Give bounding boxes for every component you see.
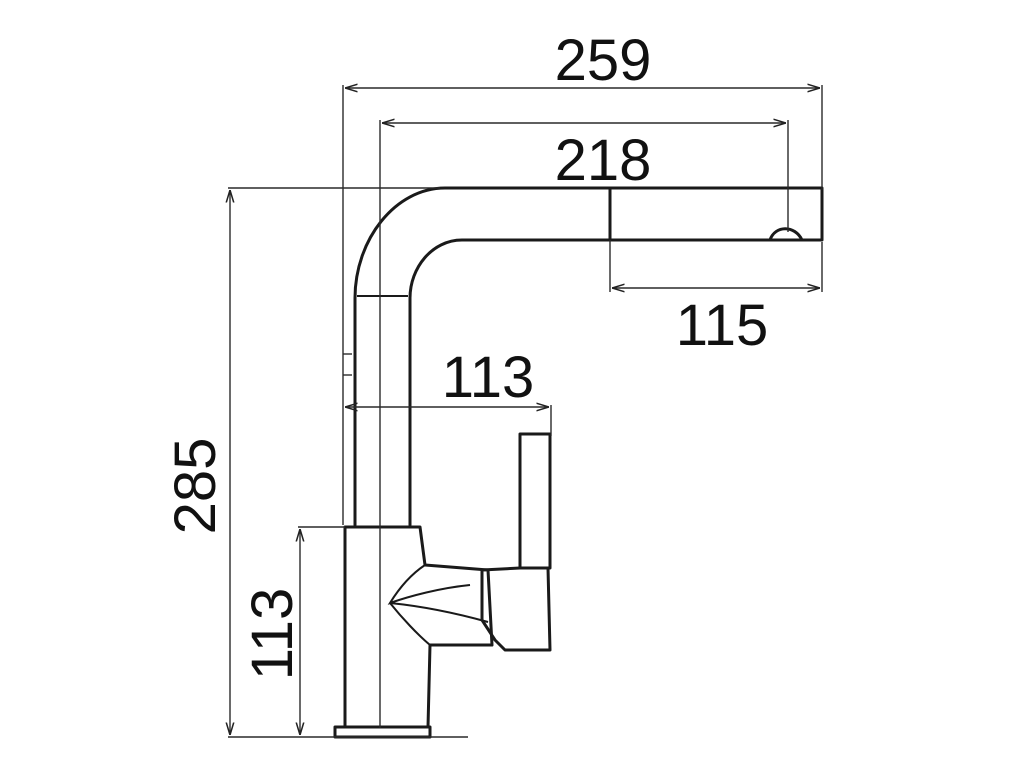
faucet-outline — [333, 186, 824, 739]
base-plate — [333, 725, 432, 739]
dim-label-113-handle: 113 — [442, 345, 534, 410]
dim-label-115: 115 — [676, 293, 768, 358]
faucet-body — [343, 525, 494, 729]
aerator-outlet — [768, 227, 804, 242]
dim-label-218: 218 — [555, 128, 652, 193]
dim-label-113-body: 113 — [240, 588, 305, 680]
dimension-labels: 259 218 115 113 285 113 — [163, 28, 768, 680]
body-facet-lower — [389, 602, 431, 646]
dim-label-259: 259 — [555, 28, 652, 93]
spout-outer-contour — [353, 186, 824, 527]
body-facet-mid — [389, 602, 489, 623]
lever-connector — [480, 566, 552, 652]
dim-label-285: 285 — [163, 438, 228, 535]
extension-lines — [228, 85, 823, 738]
dimension-lines — [230, 88, 820, 735]
lever-handle — [518, 432, 552, 570]
body-facet-upper — [387, 564, 471, 605]
spout-inner-contour — [408, 238, 612, 527]
